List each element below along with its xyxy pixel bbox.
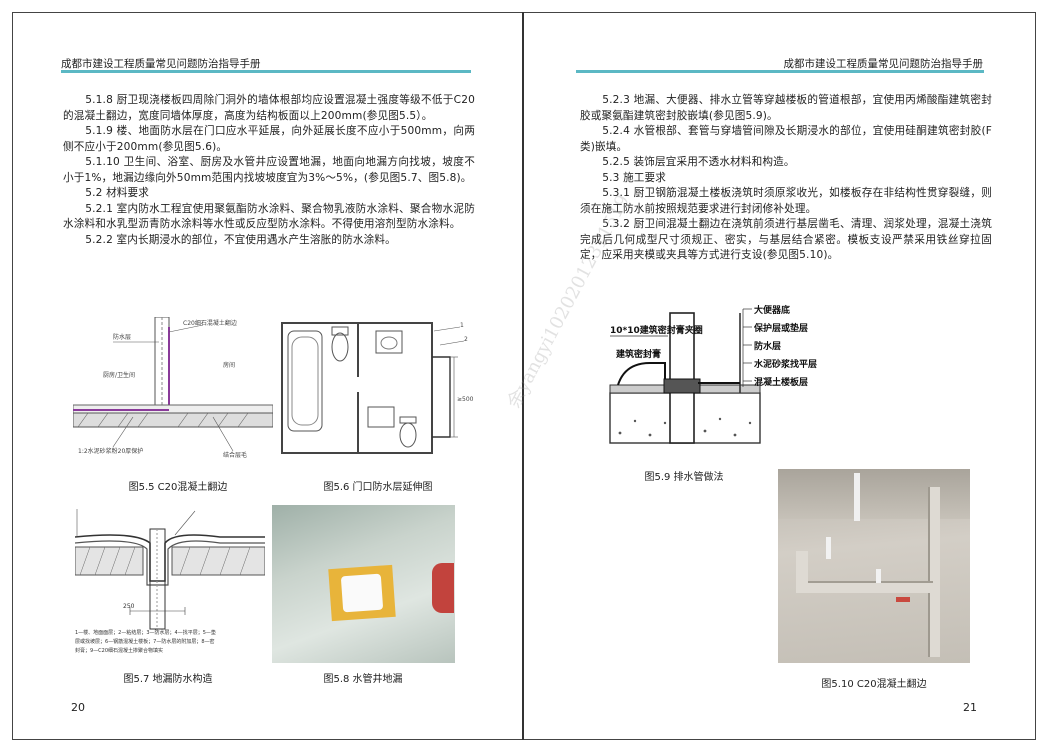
- fig57-legend-line-3: 封膏；9—C20细石混凝土掺聚合物填实: [75, 647, 163, 654]
- paragraph-5-3-1: 5.3.1 厨卫钢筋混凝土楼板浇筑时须原浆收光，如楼板存在非结构性贯穿裂缝，则须…: [580, 187, 992, 215]
- running-head-left: 成都市建设工程质量常见问题防治指导手册: [61, 58, 261, 70]
- fig56-label-2: 2: [464, 336, 468, 343]
- figure-5-6-drawing: ≥500 1 2: [278, 317, 478, 467]
- fig56-label-1: 1: [460, 322, 464, 329]
- paragraph-5-1-8: 5.1.8 厨卫现浇楼板四周除门洞外的墙体根部均应设置混凝土强度等级不低于C20…: [63, 94, 475, 122]
- page-number-left: 20: [71, 701, 85, 714]
- fig59-label-sealant: 建筑密封膏: [616, 348, 661, 360]
- header-rule-left: [61, 70, 471, 73]
- figure-5-5-drawing: 防水层 C20细石混凝土翻边 厨房/卫生间 房间 1:2水泥砂浆粉20厚保护 结…: [73, 317, 273, 467]
- pipe-stub-2: [876, 569, 881, 583]
- fig57-legend-line-2: 层或找坡层；6—钢筋混凝土楼板；7—防水层的附加层；8—密: [75, 638, 215, 645]
- paragraph-5-2-4: 5.2.4 水管根部、套管与穿墙管间隙及长期浸水的部位，宜使用硅酮建筑密封胶(F…: [580, 125, 992, 153]
- floor-drain-grate: [340, 573, 384, 613]
- paragraph-5-2-2: 5.2.2 室内长期浸水的部位，不宜使用遇水产生溶胀的防水涂料。: [85, 233, 396, 246]
- left-body-text: 5.1.8 厨卫现浇楼板四周除门洞外的墙体根部均应设置混凝土强度等级不低于C20…: [63, 93, 475, 248]
- fig55-label-mortar: 1:2水泥砂浆粉20厚保护: [78, 447, 143, 455]
- pipe-stub-1: [826, 537, 831, 559]
- figure-5-8-photo: [272, 505, 455, 663]
- figure-5-6-caption: 图5.6 门口防水层延伸图: [323, 482, 433, 493]
- red-marker: [896, 597, 910, 602]
- fig59-label-waterproof: 防水层: [754, 340, 781, 352]
- figure-5-9-drawing: 10*10建筑密封膏夹圈 建筑密封膏 大便器底 保护层或垫层 防水层 水泥砂浆找…: [590, 293, 850, 458]
- paragraph-5-1-10: 5.1.10 卫生间、浴室、厨房及水管井应设置地漏，地面向地漏方向找坡，坡度不小…: [63, 156, 475, 184]
- paragraph-5-1-9: 5.1.9 楼、地面防水层在门口应水平延展，向外延展长度不应小于500mm，向两…: [63, 125, 475, 153]
- left-page: 成都市建设工程质量常见问题防治指导手册 5.1.8 厨卫现浇楼板四周除门洞外的墙…: [12, 12, 522, 740]
- fig59-label-leveling: 水泥砂浆找平层: [754, 358, 817, 370]
- figure-5-5-caption: 图5.5 C20混凝土翻边: [128, 482, 228, 493]
- standpipe: [854, 473, 860, 521]
- book-spine: [522, 12, 524, 740]
- fig55-label-c20: C20细石混凝土翻边: [183, 319, 237, 327]
- fig59-label-toilet-base: 大便器底: [754, 304, 790, 316]
- figure-5-8-caption: 图5.8 水管井地漏: [323, 674, 403, 685]
- fig57-dim-250: 250: [123, 603, 135, 610]
- photo-object-red: [432, 563, 454, 613]
- photo-back-wall: [778, 469, 970, 519]
- fig59-label-sealant-ring: 10*10建筑密封膏夹圈: [610, 324, 703, 336]
- right-body-text: 5.2.3 地漏、大便器、排水立管等穿越楼板的管道根部，宜使用丙烯酸酯建筑密封胶…: [580, 93, 992, 264]
- fig55-label-bond: 结合层毛: [223, 451, 247, 459]
- concrete-curb-right: [928, 487, 940, 657]
- header-rule-right: [576, 70, 984, 73]
- paragraph-5-3-2: 5.3.2 厨卫间混凝土翻边在浇筑前须进行基层凿毛、清理、润浆处理，混凝土浇筑完…: [580, 218, 992, 261]
- paragraph-5-2-3: 5.2.3 地漏、大便器、排水立管等穿越楼板的管道根部，宜使用丙烯酸酯建筑密封胶…: [580, 94, 992, 122]
- section-heading-5-3: 5.3 施工要求: [602, 171, 667, 184]
- concrete-curb-left: [796, 551, 808, 593]
- figure-5-10-photo: [778, 469, 970, 663]
- concrete-curb-front: [798, 581, 933, 593]
- figure-5-7-drawing: 250 1—楼、地面面层；2—粘结层；3—防水层；4—找平层；5—垫 层或找坡层…: [75, 507, 265, 659]
- figure-5-7-caption: 图5.7 地漏防水构造: [123, 674, 213, 685]
- fig56-dim-500: ≥500: [457, 396, 474, 403]
- running-head-right: 成都市建设工程质量常见问题防治指导手册: [783, 58, 984, 70]
- right-page: 成都市建设工程质量常见问题防治指导手册 5.2.3 地漏、大便器、排水立管等穿越…: [524, 12, 1036, 740]
- paragraph-5-2-1: 5.2.1 室内防水工程宜使用聚氨酯防水涂料、聚合物乳液防水涂料、聚合物水泥防水…: [63, 202, 475, 231]
- page-number-right: 21: [963, 701, 977, 714]
- fig57-legend-line-1: 1—楼、地面面层；2—粘结层；3—防水层；4—找平层；5—垫: [75, 629, 216, 636]
- fig59-label-protective: 保护层或垫层: [753, 322, 808, 334]
- fig59-label-slab: 混凝土楼板层: [754, 376, 808, 388]
- fig55-label-room: 房间: [223, 361, 235, 369]
- section-heading-5-2: 5.2 材料要求: [85, 187, 150, 199]
- figure-5-9-caption: 图5.9 排水管做法: [644, 472, 724, 483]
- fig55-label-waterproof: 防水层: [113, 333, 131, 341]
- fig55-label-kitchen: 厨房/卫生间: [103, 371, 135, 379]
- figure-5-10-caption: 图5.10 C20混凝土翻边: [821, 679, 927, 690]
- paragraph-5-2-5: 5.2.5 装饰层宜采用不透水材料和构造。: [602, 156, 795, 168]
